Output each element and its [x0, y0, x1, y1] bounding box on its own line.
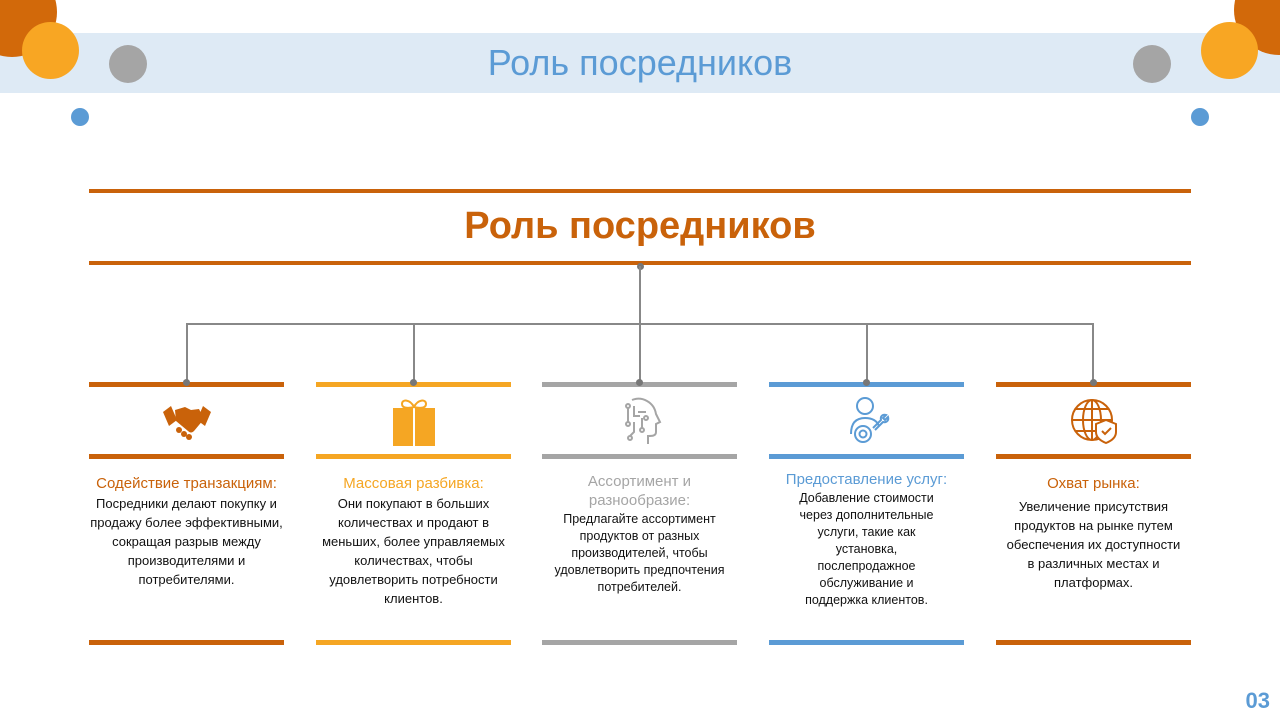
role-card-transactions: Содействие транзакциям: Посредники делаю… — [89, 379, 284, 646]
handshake-icon — [163, 406, 211, 440]
decor-circle — [22, 22, 79, 79]
card-rule — [89, 454, 284, 459]
connector-dot — [863, 379, 870, 386]
page-number: 03 — [1245, 688, 1270, 713]
card-rule — [996, 640, 1191, 645]
title-rule-top — [89, 189, 1191, 193]
decor-circle — [1191, 108, 1209, 126]
decor-circle — [71, 108, 89, 126]
card-body: Они покупают в больших количествах и про… — [322, 496, 505, 606]
connector-line — [639, 266, 641, 324]
decor-circle — [1201, 22, 1258, 79]
role-card-market-coverage: Охват рынка: Увеличение присутствия прод… — [996, 379, 1191, 646]
card-body: Предлагайте ассортимент продуктов от раз… — [554, 512, 725, 594]
card-rule — [542, 640, 737, 645]
card-rule — [316, 454, 511, 459]
connector-line — [1092, 323, 1094, 383]
globe-shield-icon — [1071, 399, 1117, 445]
decor-circle — [109, 45, 147, 83]
role-card-bulk-breaking: Массовая разбивка: Они покупают в больши… — [316, 379, 511, 646]
card-rule — [996, 454, 1191, 459]
connector-line — [866, 323, 868, 383]
card-rule — [769, 640, 964, 645]
card-title: Охват рынка: Увеличение присутствия прод… — [996, 474, 1191, 592]
role-card-services: Предоставление услуг: Добавление стоимос… — [769, 379, 964, 646]
ai-head-icon — [625, 397, 662, 444]
card-body: Добавление стоимости через дополнительны… — [799, 491, 934, 607]
card-title-text: Содействие транзакциям: — [96, 475, 277, 492]
page-title: Роль посредников — [487, 42, 793, 83]
card-title: Массовая разбивка: Они покупают в больши… — [316, 474, 511, 608]
connector-dot — [183, 379, 190, 386]
card-title: Предоставление услуг: Добавление стоимос… — [769, 470, 964, 609]
connector-dot — [1090, 379, 1097, 386]
card-title-text: Ассортимент и разнообразие: — [587, 473, 692, 509]
diagram-title: Роль посредников — [464, 205, 816, 247]
gift-box-icon — [393, 399, 435, 446]
card-rule — [542, 454, 737, 459]
connector-line — [639, 323, 641, 383]
card-title-text: Массовая разбивка: — [343, 475, 484, 492]
card-body: Посредники делают покупку и продажу боле… — [90, 496, 283, 587]
card-rule — [316, 640, 511, 645]
connector-dot — [636, 379, 643, 386]
card-title: Ассортимент и разнообразие: Предлагайте … — [542, 472, 737, 596]
card-rule — [89, 640, 284, 645]
decor-circle — [1133, 45, 1171, 83]
card-title: Содействие транзакциям: Посредники делаю… — [89, 474, 284, 589]
header-banner — [0, 33, 1280, 93]
role-card-assortment: Ассортимент и разнообразие: Предлагайте … — [542, 379, 737, 646]
card-body: Увеличение присутствия продуктов на рынк… — [1006, 499, 1181, 590]
connector-dot — [410, 379, 417, 386]
user-gear-icon — [850, 397, 890, 443]
connector-line — [413, 323, 415, 383]
card-rule — [769, 454, 964, 459]
card-title-text: Предоставление услуг: — [785, 471, 948, 488]
card-title-text: Охват рынка: — [1047, 475, 1140, 492]
connector-line — [186, 323, 188, 383]
